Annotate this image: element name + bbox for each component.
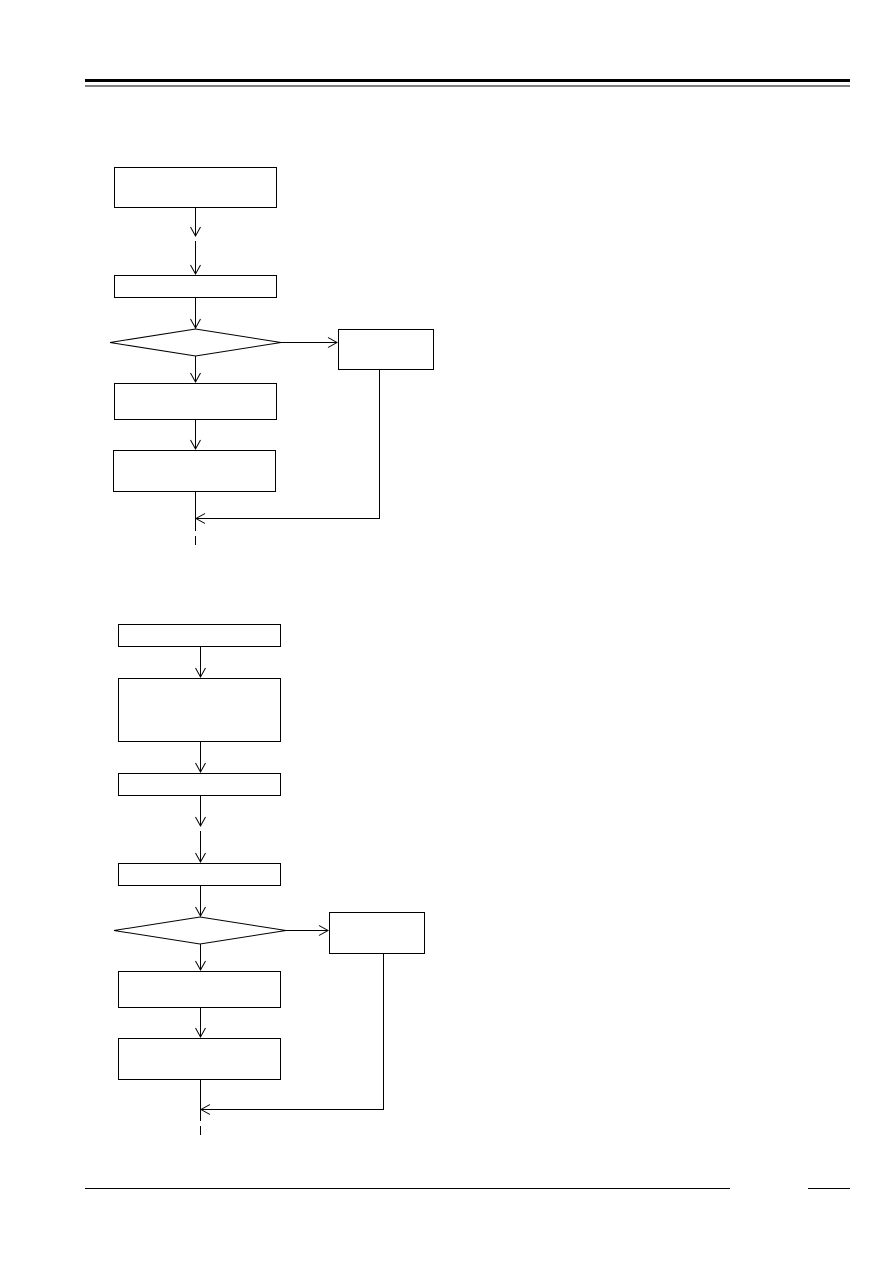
connector-arrow bbox=[194, 369, 380, 524]
process-box bbox=[329, 912, 425, 954]
flowchart-lower bbox=[113, 624, 425, 1140]
process-box bbox=[118, 1038, 281, 1080]
decision-diamond bbox=[113, 916, 287, 945]
decision-diamond bbox=[109, 328, 282, 357]
process-box bbox=[118, 863, 281, 886]
process-box bbox=[338, 329, 434, 370]
process-box bbox=[114, 383, 277, 420]
process-box bbox=[118, 624, 281, 647]
connector-arrow bbox=[199, 953, 384, 1115]
flowchart-upper bbox=[109, 167, 434, 550]
process-box bbox=[114, 167, 277, 208]
header-rule bbox=[85, 79, 850, 87]
process-box bbox=[118, 971, 281, 1008]
process-box bbox=[118, 773, 281, 796]
process-box bbox=[118, 678, 281, 742]
process-box bbox=[114, 275, 277, 298]
process-box bbox=[113, 450, 276, 492]
